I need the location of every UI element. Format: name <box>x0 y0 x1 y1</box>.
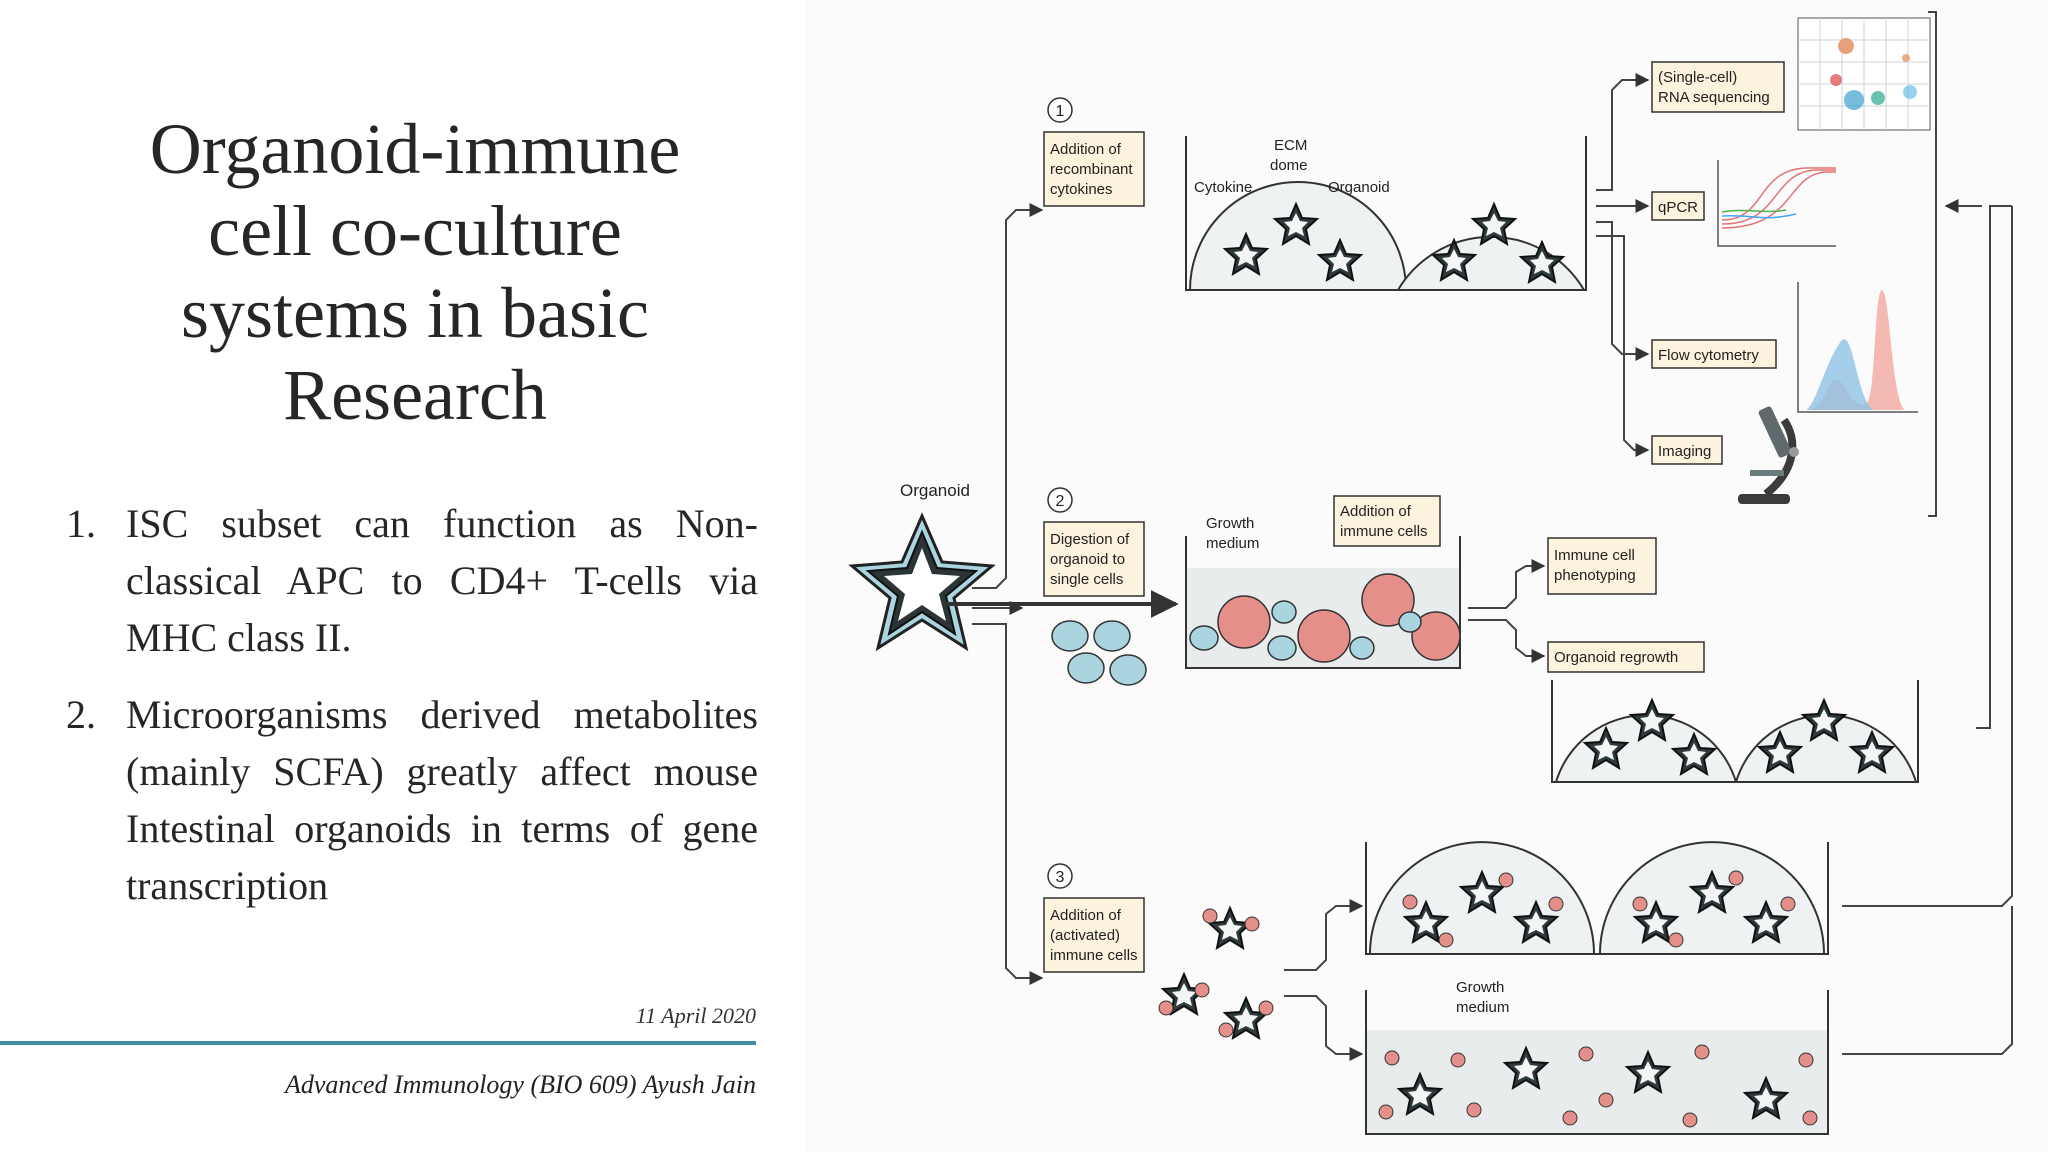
bullet-item: 1. ISC subset can function as Non-classi… <box>56 495 758 666</box>
slide-date: 11 April 2020 <box>635 1003 756 1028</box>
flow-label: Flow cytometry <box>1658 347 1759 364</box>
coculture-figure: Organoid 1 Addition of recombinant cytok… <box>806 0 2048 1152</box>
step1-culture-well <box>1185 136 1587 291</box>
dissociated-cells <box>1051 620 1147 686</box>
qpcr-box <box>1651 191 1705 221</box>
immune-phenotyping-label: phenotyping <box>1554 567 1636 584</box>
growth-medium-3-label: Growth <box>1456 979 1504 996</box>
ecm-dome-label: ECM <box>1274 137 1307 154</box>
step3-box <box>1043 897 1145 973</box>
regrowth-well <box>1551 680 1919 783</box>
imaging-label: Imaging <box>1658 443 1711 460</box>
step3-line: Addition of <box>1050 907 1122 924</box>
title-line: systems in basic <box>181 273 649 353</box>
rnaseq-label: RNA sequencing <box>1658 89 1770 106</box>
qpcr-label: qPCR <box>1658 199 1698 216</box>
bullet-number: 2. <box>66 692 96 737</box>
microscope-icon <box>1738 406 1799 504</box>
bullet-number: 1. <box>66 501 96 546</box>
growth-medium-3-label: medium <box>1456 999 1509 1016</box>
immune-phenotyping-box <box>1547 537 1657 595</box>
step2-number: 2 <box>1056 493 1065 510</box>
title-line: cell co-culture <box>208 191 622 271</box>
step1-line: recombinant <box>1050 161 1133 178</box>
immune-phenotyping-label: Immune cell <box>1554 547 1635 564</box>
bullet-list: 1. ISC subset can function as Non-classi… <box>56 495 758 934</box>
step3-medium-well <box>1365 990 1829 1135</box>
step2-number-circle <box>1047 487 1073 513</box>
growth-medium-label: Growth <box>1206 515 1254 532</box>
step2-line: Digestion of <box>1050 531 1130 548</box>
growth-medium-label: medium <box>1206 535 1259 552</box>
step1-line: cytokines <box>1050 181 1113 198</box>
organoid-regrowth-label: Organoid regrowth <box>1554 649 1678 666</box>
organoids-with-immune-cells <box>1158 907 1274 1039</box>
slide-footer: Advanced Immunology (BIO 609) Ayush Jain <box>284 1070 756 1099</box>
title-line: Organoid-immune <box>149 109 681 189</box>
source-organoid <box>848 512 996 652</box>
step3-dome-well <box>1365 841 1829 955</box>
qpcr-thumbnail <box>1717 160 1836 247</box>
step1-number: 1 <box>1056 103 1065 120</box>
step1-number-circle <box>1047 97 1073 123</box>
bullet-text: ISC subset can function as Non-classical… <box>126 501 758 660</box>
imaging-box <box>1651 435 1723 465</box>
organoid-label: Organoid <box>1328 179 1390 196</box>
step1-box <box>1043 131 1145 207</box>
step2-culture-well <box>1185 536 1461 669</box>
scatter-thumbnail <box>1797 17 1931 131</box>
title-line: Research <box>283 355 547 435</box>
rnaseq-label: (Single-cell) <box>1658 69 1737 86</box>
addition-immune-label: immune cells <box>1340 523 1428 540</box>
slide-title: Organoid-immune cell co-culture systems … <box>70 108 760 436</box>
footer-divider <box>0 1041 756 1045</box>
step3-line: immune cells <box>1050 947 1138 964</box>
rnaseq-box <box>1651 61 1785 113</box>
flow-thumbnail <box>1797 282 1918 413</box>
organoid-regrowth-box <box>1547 641 1705 673</box>
flow-box <box>1651 339 1777 369</box>
step1-line: Addition of <box>1050 141 1122 158</box>
bullet-item: 2. Microorganisms derived metabolites (m… <box>56 686 758 914</box>
ecm-dome-label: dome <box>1270 157 1308 174</box>
step3-number-circle <box>1047 863 1073 889</box>
cytokine-label: Cytokine <box>1194 179 1252 196</box>
step3-number: 3 <box>1056 869 1065 886</box>
bullet-text: Microorganisms derived metabolites (main… <box>126 692 758 908</box>
step3-line: (activated) <box>1050 927 1120 944</box>
addition-immune-label: Addition of <box>1340 503 1412 520</box>
addition-immune-box <box>1333 495 1441 547</box>
step2-line: organoid to <box>1050 551 1125 568</box>
step2-line: single cells <box>1050 571 1123 588</box>
step2-box <box>1043 521 1145 597</box>
organoid-source-label: Organoid <box>900 481 970 500</box>
